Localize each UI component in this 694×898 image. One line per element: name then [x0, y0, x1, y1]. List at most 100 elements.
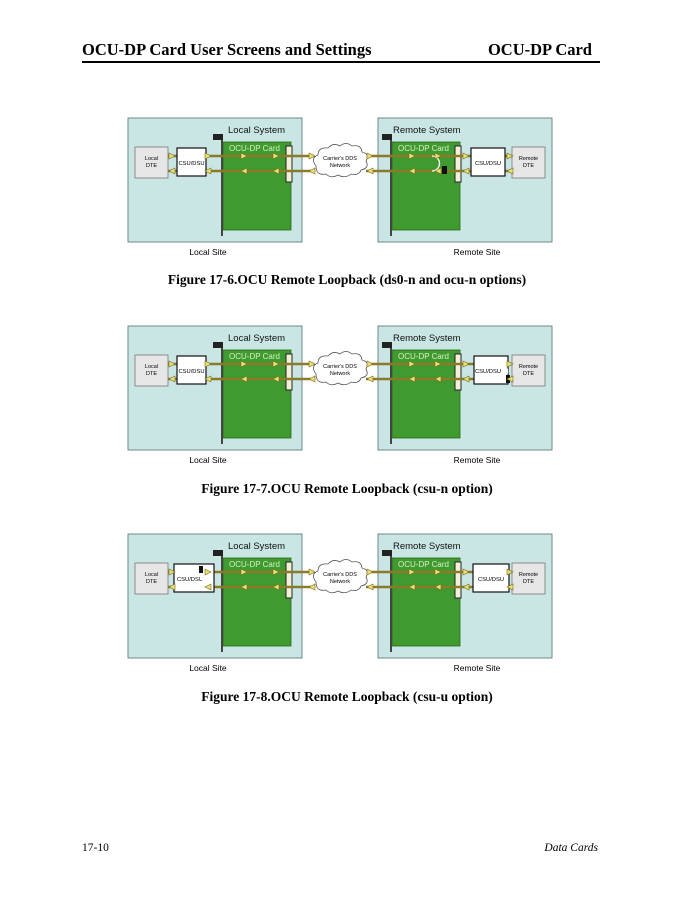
network-label: Carrier's DDS — [323, 156, 357, 162]
local-dte-label: DTE — [146, 579, 157, 585]
remote-csu-box — [472, 563, 510, 593]
arrow-left-icon — [462, 167, 470, 175]
card-faceplate — [390, 550, 392, 652]
card-connector — [285, 353, 293, 391]
footer-section: Data Cards — [544, 842, 598, 854]
arrow-right-icon — [408, 360, 416, 368]
remote-csu-label: CSU/DSU — [475, 369, 501, 375]
arrow-right-icon — [308, 152, 316, 160]
arrow-left-icon — [272, 167, 280, 175]
card-latch-icon — [382, 134, 392, 140]
local-dte-label: Local — [145, 572, 158, 578]
card-connector — [454, 353, 462, 391]
loopback-switch-icon — [199, 566, 203, 573]
network-label: Network — [330, 163, 350, 169]
arrow-left-icon — [506, 167, 514, 175]
card-latch-icon — [382, 550, 392, 556]
arrow-right-icon — [272, 152, 280, 160]
local-dte-label: DTE — [146, 163, 157, 169]
local-dte-label: Local — [145, 156, 158, 162]
arrow-left-icon — [366, 167, 374, 175]
arrow-right-icon — [204, 568, 212, 576]
arrow-left-icon — [204, 167, 212, 175]
local-system-label: Local System — [228, 541, 285, 552]
arrow-right-icon — [462, 360, 470, 368]
arrow-left-icon — [240, 583, 248, 591]
arrow-right-icon — [462, 152, 470, 160]
arrow-left-icon — [272, 375, 280, 383]
arrow-right-icon — [506, 360, 514, 368]
remote-dte-label: DTE — [523, 579, 534, 585]
arrow-right-icon — [168, 360, 176, 368]
arrow-left-icon — [308, 167, 316, 175]
arrow-right-icon — [240, 360, 248, 368]
arrow-left-icon — [240, 167, 248, 175]
arrow-left-icon — [434, 167, 442, 175]
arrow-left-icon — [366, 375, 374, 383]
card-faceplate — [221, 550, 223, 652]
card-label: OCU-DP Card — [229, 560, 280, 569]
local-csu-label: CSU/DSU — [178, 369, 204, 375]
arrow-left-icon — [434, 375, 442, 383]
remote-csu-box — [470, 147, 506, 177]
remote-site-label: Remote Site — [454, 663, 501, 673]
arrow-right-icon — [462, 568, 470, 576]
remote-csu-label: CSU/DSU — [478, 577, 504, 583]
network-label: Network — [330, 371, 350, 377]
arrow-right-icon — [204, 360, 212, 368]
arrow-right-icon — [408, 152, 416, 160]
arrow-right-icon — [506, 152, 514, 160]
card-latch-icon — [213, 134, 223, 140]
local-system-label: Local System — [228, 333, 285, 344]
figure-caption: Figure 17-8.OCU Remote Loopback (csu-u o… — [201, 689, 493, 704]
local-site-label: Local Site — [189, 663, 227, 673]
loopback-arc — [431, 155, 441, 172]
remote-system-label: Remote System — [393, 125, 461, 136]
arrow-right-icon — [434, 568, 442, 576]
local-dte-label: DTE — [146, 371, 157, 377]
remote-dte-label: DTE — [523, 371, 534, 377]
local-dte-box — [134, 562, 169, 595]
loopback-switch-icon — [442, 166, 447, 174]
arrow-right-icon — [434, 152, 442, 160]
arrow-left-icon — [366, 583, 374, 591]
arrow-right-icon — [506, 568, 514, 576]
header-title: OCU-DP Card User Screens and Settings — [82, 40, 372, 59]
card-latch-icon — [382, 342, 392, 348]
card-faceplate — [221, 342, 223, 444]
card-faceplate — [221, 134, 223, 236]
arrow-right-icon — [272, 568, 280, 576]
remote-site-label: Remote Site — [454, 247, 501, 257]
arrow-left-icon — [168, 167, 176, 175]
arrow-left-icon — [168, 583, 176, 591]
arrow-left-icon — [204, 375, 212, 383]
arrow-left-icon — [434, 583, 442, 591]
arrow-right-icon — [240, 568, 248, 576]
remote-dte-box — [511, 354, 546, 387]
network-label: Carrier's DDS — [323, 364, 357, 370]
arrow-left-icon — [408, 583, 416, 591]
remote-dte-box — [511, 562, 546, 595]
remote-csu-label: CSU/DSU — [475, 161, 501, 167]
network-label: Network — [330, 579, 350, 585]
local-dte-box — [134, 354, 169, 387]
arrow-right-icon — [204, 152, 212, 160]
arrow-left-icon — [204, 583, 212, 591]
arrow-right-icon — [168, 568, 176, 576]
arrow-left-icon — [308, 375, 316, 383]
local-dte-box — [134, 146, 169, 179]
header-rule — [82, 61, 600, 63]
card-connector — [454, 145, 462, 183]
loopback-arc — [499, 363, 509, 380]
remote-dte-box — [511, 146, 546, 179]
